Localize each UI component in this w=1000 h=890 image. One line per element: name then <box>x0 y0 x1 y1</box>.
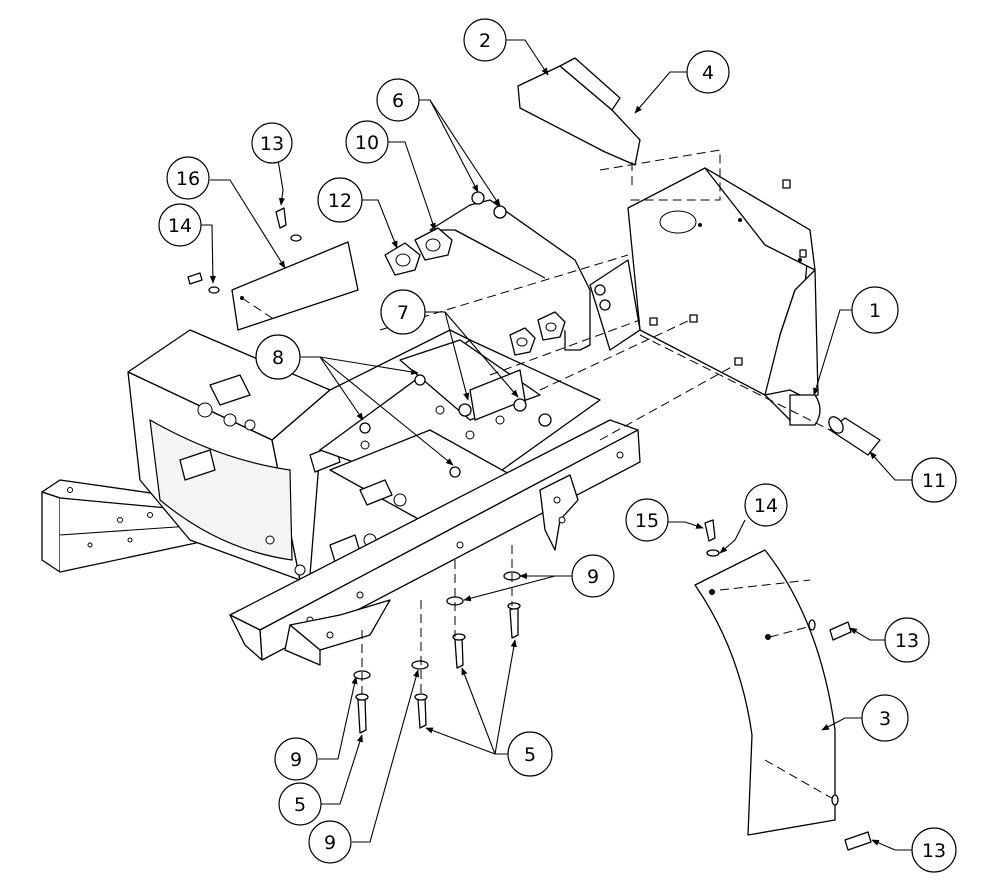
callout-label: 1 <box>869 300 881 322</box>
callout-label: 14 <box>168 215 192 237</box>
callout-label: 14 <box>754 495 778 517</box>
callout-10: 10 <box>345 120 389 164</box>
callout-label: 13 <box>895 630 919 652</box>
callout-14-right: 14 <box>744 483 788 527</box>
leader-lines <box>200 39 912 851</box>
callout-2: 2 <box>463 18 507 62</box>
callout-label: 5 <box>524 744 536 766</box>
callout-label: 4 <box>702 62 714 84</box>
exhaust-tip <box>828 416 881 456</box>
callout-8: 8 <box>255 334 301 380</box>
callout-label: 16 <box>176 168 200 190</box>
callout-13-panel: 13 <box>884 617 930 663</box>
callout-label: 5 <box>294 794 306 816</box>
callout-label: 11 <box>922 470 946 492</box>
callout-9-left: 9 <box>274 737 318 781</box>
callout-5-left: 5 <box>278 782 322 826</box>
studs <box>471 179 807 366</box>
callout-15: 15 <box>625 498 669 542</box>
callout-label: 10 <box>355 132 379 154</box>
callout-3: 3 <box>861 694 909 742</box>
callout-label: 9 <box>587 566 599 588</box>
callout-label: 6 <box>392 90 404 112</box>
callout-16: 16 <box>166 156 210 200</box>
fasteners <box>187 207 872 851</box>
callout-1: 1 <box>851 286 899 334</box>
callout-7: 7 <box>380 289 426 335</box>
flange-gaskets <box>384 227 566 356</box>
cover <box>517 57 641 185</box>
callout-14-left: 14 <box>158 203 202 247</box>
callout-label: 13 <box>922 840 946 862</box>
callout-label: 15 <box>635 510 659 532</box>
callout-label: 7 <box>397 302 409 324</box>
callout-4: 4 <box>686 50 730 94</box>
frame-right-gusset <box>539 474 579 551</box>
frame-bulkhead <box>127 329 471 581</box>
callout-11: 11 <box>911 457 957 503</box>
callout-12: 12 <box>317 177 363 223</box>
callout-6: 6 <box>376 78 420 122</box>
callout-label: 8 <box>272 347 284 369</box>
callout-label: 9 <box>290 749 302 771</box>
exhaust-pipe <box>429 199 591 351</box>
callout-label: 13 <box>260 133 284 155</box>
housing <box>589 167 821 426</box>
callout-label: 9 <box>324 832 336 854</box>
nuts <box>359 374 552 478</box>
callout-13-top: 13 <box>251 122 293 164</box>
shield <box>231 241 359 331</box>
callout-label: 2 <box>479 30 491 52</box>
callout-9-right: 9 <box>571 554 615 598</box>
side-panel <box>694 549 836 836</box>
callout-9-bottom: 9 <box>308 820 352 864</box>
callout-label: 3 <box>879 708 891 730</box>
callout-5-right: 5 <box>507 731 553 777</box>
callout-label: 12 <box>328 190 352 212</box>
frame-front-bracket <box>284 599 391 666</box>
callout-13-bottom: 13 <box>911 827 957 873</box>
